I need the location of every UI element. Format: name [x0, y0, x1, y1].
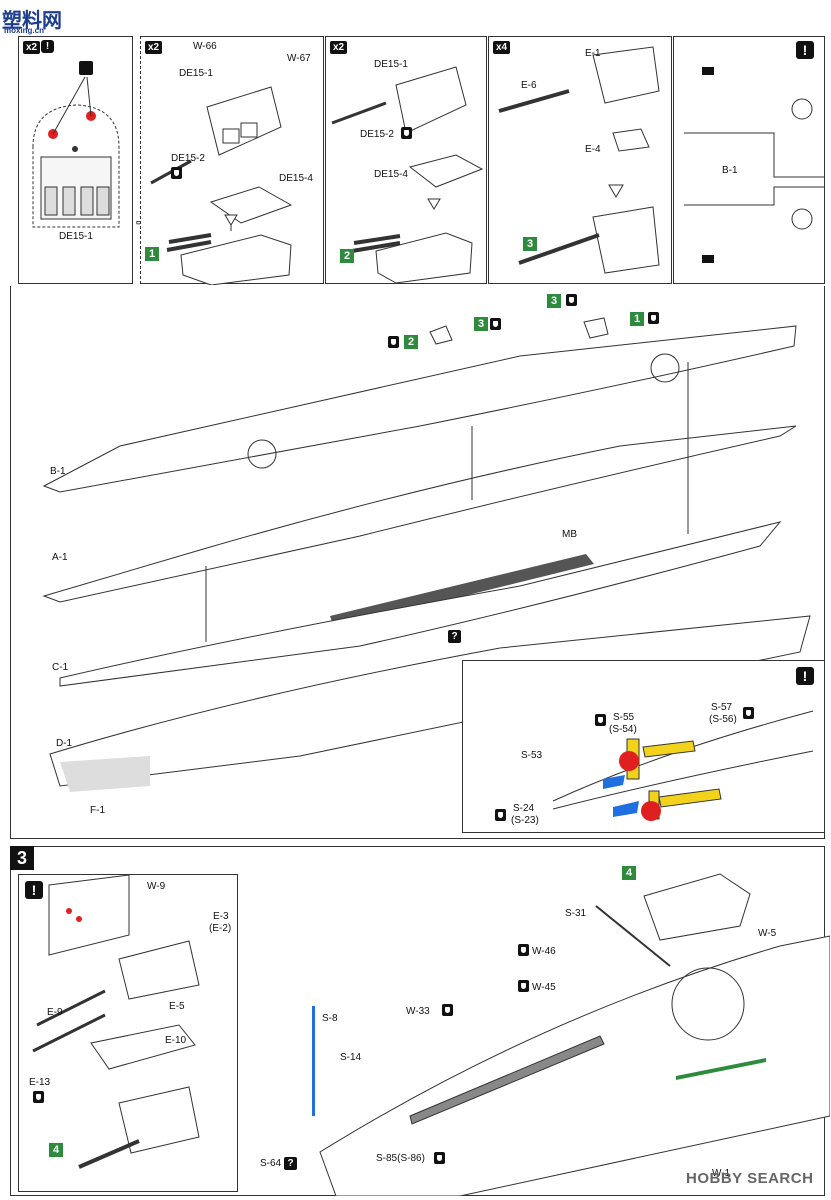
- part-label: W-46: [532, 946, 556, 957]
- question-icon: ?: [448, 630, 461, 643]
- part-label: E-1: [585, 48, 601, 59]
- part-label: B-1: [722, 165, 738, 176]
- step-badge: 2: [340, 249, 354, 263]
- panel-top-2: x2 W-66 W-67 DE15-1 DE15-2 DE15-4 1: [140, 36, 324, 285]
- part-label: S-31: [565, 908, 587, 919]
- glue-icon: [566, 294, 577, 306]
- part-label: W-1: [712, 1168, 731, 1179]
- part-label: DE15-4: [374, 169, 408, 180]
- question-icon: ?: [284, 1157, 297, 1170]
- part-label: A-1: [52, 552, 68, 563]
- part-label: S-64: [260, 1158, 282, 1169]
- part-label: E-5: [169, 1001, 185, 1012]
- glue-icon: [442, 1004, 453, 1016]
- step-badge: 4: [49, 1143, 63, 1157]
- panel-top-3: x2 DE15-1 DE15-2 DE15-4 2: [325, 36, 487, 284]
- step-number: 3: [10, 846, 34, 870]
- multiplier-badge: x2: [23, 41, 41, 54]
- part-label: (S-54): [609, 724, 637, 735]
- rudder-detail-drawing: [552, 710, 814, 821]
- part-label: W-9: [147, 881, 166, 892]
- part-label: S-24: [513, 803, 535, 814]
- part-label: D-1: [56, 738, 73, 749]
- part-label: E-3: [213, 911, 229, 922]
- multiplier-badge: x2: [145, 41, 163, 54]
- part-label: E-4: [585, 144, 601, 155]
- turret-assembly-drawing: [331, 66, 484, 284]
- panel-top-1: x2 ! DE15-1: [18, 36, 133, 284]
- step3-left-panel: ! W-9 E-3 (E-2) E-5 E-9 E-10 E-13 4: [18, 874, 238, 1192]
- part-label: W-66: [193, 41, 217, 52]
- glue-icon: [518, 980, 529, 992]
- step-badge: 4: [622, 866, 636, 880]
- watermark: HOBBY SEARCH: [686, 1170, 814, 1187]
- warning-icon: !: [796, 41, 814, 59]
- turret-assembly-drawing: [498, 46, 660, 274]
- part-label: S-85(S-86): [376, 1153, 425, 1164]
- part-label: E-6: [521, 80, 537, 91]
- part-label: DE15-2: [171, 153, 205, 164]
- part-label: B-1: [50, 466, 66, 477]
- part-label: W-5: [758, 928, 777, 939]
- part-label: S-55: [613, 712, 635, 723]
- glue-icon: [171, 167, 182, 179]
- multiplier-badge: x4: [493, 41, 511, 54]
- step-badge: 1: [145, 247, 159, 261]
- detail-inset: ! S-55 (S-54) S-57 (S-56) S-53 S-24 (S-2…: [462, 660, 825, 833]
- site-logo: 塑料网: [2, 10, 62, 32]
- part-label: E-13: [29, 1077, 51, 1088]
- step-badge: 1: [630, 312, 644, 326]
- glue-icon: [388, 336, 399, 348]
- part-label: W-67: [287, 53, 311, 64]
- part-label: (E-2): [209, 923, 232, 934]
- glue-icon: [518, 944, 529, 956]
- part-label: DE15-4: [279, 173, 313, 184]
- warning-icon: !: [25, 881, 43, 899]
- warning-icon: !: [41, 40, 54, 53]
- part-label: E-10: [165, 1035, 187, 1046]
- turret-assembly-drawing: [32, 875, 200, 1169]
- deck-detail-drawing: [684, 67, 824, 263]
- hull-bow-drawing: [312, 873, 830, 1196]
- part-label: MB: [562, 529, 577, 540]
- glue-icon: [490, 318, 501, 330]
- step-badge: 3: [523, 237, 537, 251]
- panel-top-5: ! B-1: [673, 36, 825, 284]
- part-label: DE15-1: [179, 68, 213, 79]
- step-badge: 2: [404, 335, 418, 349]
- part-label: F-1: [90, 805, 105, 816]
- part-label: DE15-1: [374, 59, 408, 70]
- glue-icon: [434, 1152, 445, 1164]
- part-label: E-9: [47, 1007, 63, 1018]
- part-label: DE15-1: [59, 231, 93, 242]
- part-label: (S-56): [709, 714, 737, 725]
- glue-icon: [595, 714, 606, 726]
- part-label: W-45: [532, 982, 556, 993]
- hull-assembly-drawing: [42, 317, 811, 792]
- glue-icon: [495, 809, 506, 821]
- part-label: W-33: [406, 1006, 430, 1017]
- panel-top-4: x4 E-1 E-6 E-4 3: [488, 36, 672, 284]
- step-badge: 3: [474, 317, 488, 331]
- part-label: DE15-2: [360, 129, 394, 140]
- turret-base-drawing: [32, 61, 120, 228]
- part-label: S-8: [322, 1013, 338, 1024]
- glue-icon: [33, 1091, 44, 1103]
- glue-icon: [648, 312, 659, 324]
- warning-icon: !: [796, 667, 814, 685]
- step-badge: 3: [547, 294, 561, 308]
- turret-assembly-drawing: [150, 86, 293, 285]
- part-label: C-1: [52, 662, 69, 673]
- part-label: S-14: [340, 1052, 362, 1063]
- part-label: (S-23): [511, 815, 539, 826]
- part-label: S-57: [711, 702, 733, 713]
- site-logo-url: moxing.cn: [4, 26, 45, 35]
- glue-icon: [401, 127, 412, 139]
- part-label: S-53: [521, 750, 543, 761]
- multiplier-badge: x2: [330, 41, 348, 54]
- glue-icon: [743, 707, 754, 719]
